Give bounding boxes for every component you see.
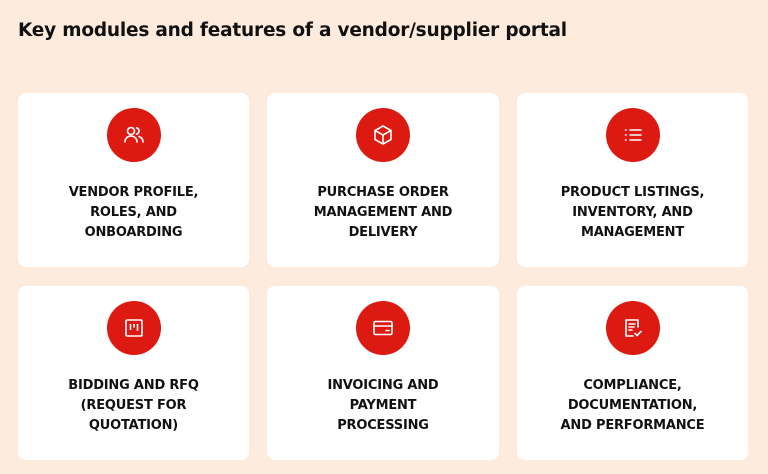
list-icon [605,108,660,162]
module-card-product-listings: PRODUCT LISTINGS, INVENTORY, AND MANAGEM… [517,93,748,267]
module-card-bidding-rfq: BIDDING AND RFQ (REQUEST FOR QUOTATION) [18,286,249,460]
page-title: Key modules and features of a vendor/sup… [18,20,567,41]
module-label: VENDOR PROFILE, ROLES, AND ONBOARDING [68,185,199,240]
module-label: PRODUCT LISTINGS, INVENTORY, AND MANAGEM… [560,185,705,240]
credit-card-icon [356,301,410,355]
box-icon [356,108,410,162]
module-card-compliance: COMPLIANCE, DOCUMENTATION, AND PERFORMAN… [517,286,748,460]
users-icon [106,108,161,162]
modules-grid: VENDOR PROFILE, ROLES, AND ONBOARDING PU… [18,93,748,460]
module-label: PURCHASE ORDER MANAGEMENT AND DELIVERY [313,185,453,240]
module-card-vendor-profile: VENDOR PROFILE, ROLES, AND ONBOARDING [18,93,249,267]
document-check-icon [605,301,660,355]
module-card-purchase-order: PURCHASE ORDER MANAGEMENT AND DELIVERY [267,93,499,267]
module-label: BIDDING AND RFQ (REQUEST FOR QUOTATION) [68,378,199,433]
module-card-invoicing: INVOICING AND PAYMENT PROCESSING [267,286,499,460]
kanban-icon [106,301,161,355]
module-label: INVOICING AND PAYMENT PROCESSING [327,378,439,433]
module-label: COMPLIANCE, DOCUMENTATION, AND PERFORMAN… [560,378,705,433]
